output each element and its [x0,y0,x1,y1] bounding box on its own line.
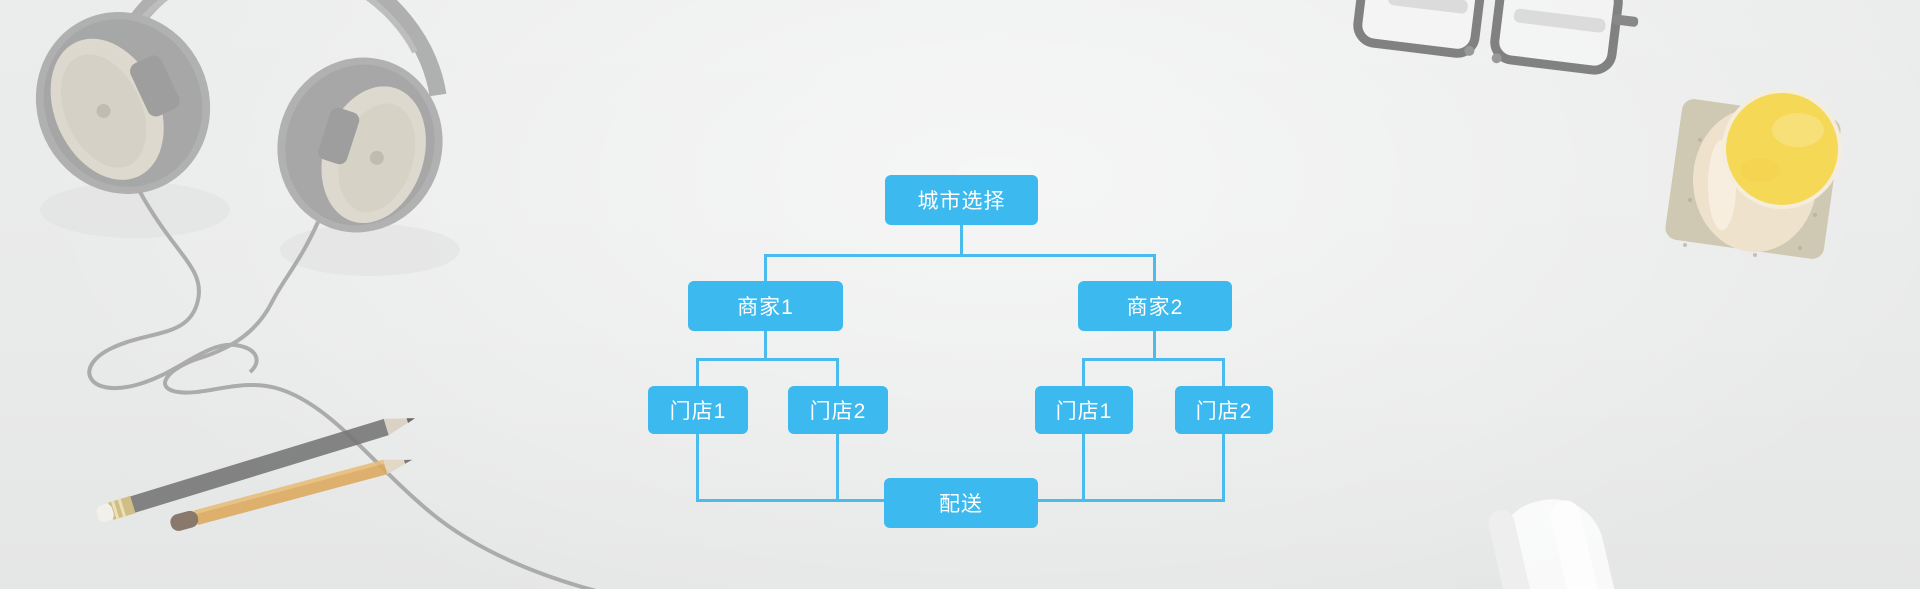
flowchart-node-m1-store-1: 门店1 [648,386,748,434]
headphone-cable [87,191,597,589]
flowchart-node-merchant-1: 商家1 [688,281,843,331]
headphones-icon [35,0,597,589]
flowchart-node-m1-store-2: 门店2 [788,386,888,434]
computer-mouse-icon [1488,499,1619,589]
connector-line [1153,331,1156,361]
connector-line [1222,358,1225,386]
juice-glass-icon [1665,89,1842,259]
connector-line [836,434,839,502]
flowchart-node-merchant-2: 商家2 [1078,281,1232,331]
connector-line [960,225,963,257]
flowchart-node-m2-store-1: 门店1 [1035,386,1133,434]
connector-line [1082,358,1085,386]
connector-line [764,254,1156,257]
connector-line [1082,358,1225,361]
connector-line [764,254,767,281]
flowchart-node-m2-store-2: 门店2 [1175,386,1273,434]
connector-line [836,358,839,386]
eyeglasses-icon [1353,0,1639,75]
connector-line [764,331,767,361]
flowchart-node-city-selection: 城市选择 [885,175,1038,225]
connector-line [696,358,699,386]
connector-line [696,434,699,502]
connector-line [696,358,839,361]
connector-line [1153,254,1156,281]
connector-line [1082,434,1085,502]
connector-line [1222,434,1225,502]
pencils-icon [96,418,415,531]
flowchart-node-delivery: 配送 [884,478,1038,528]
